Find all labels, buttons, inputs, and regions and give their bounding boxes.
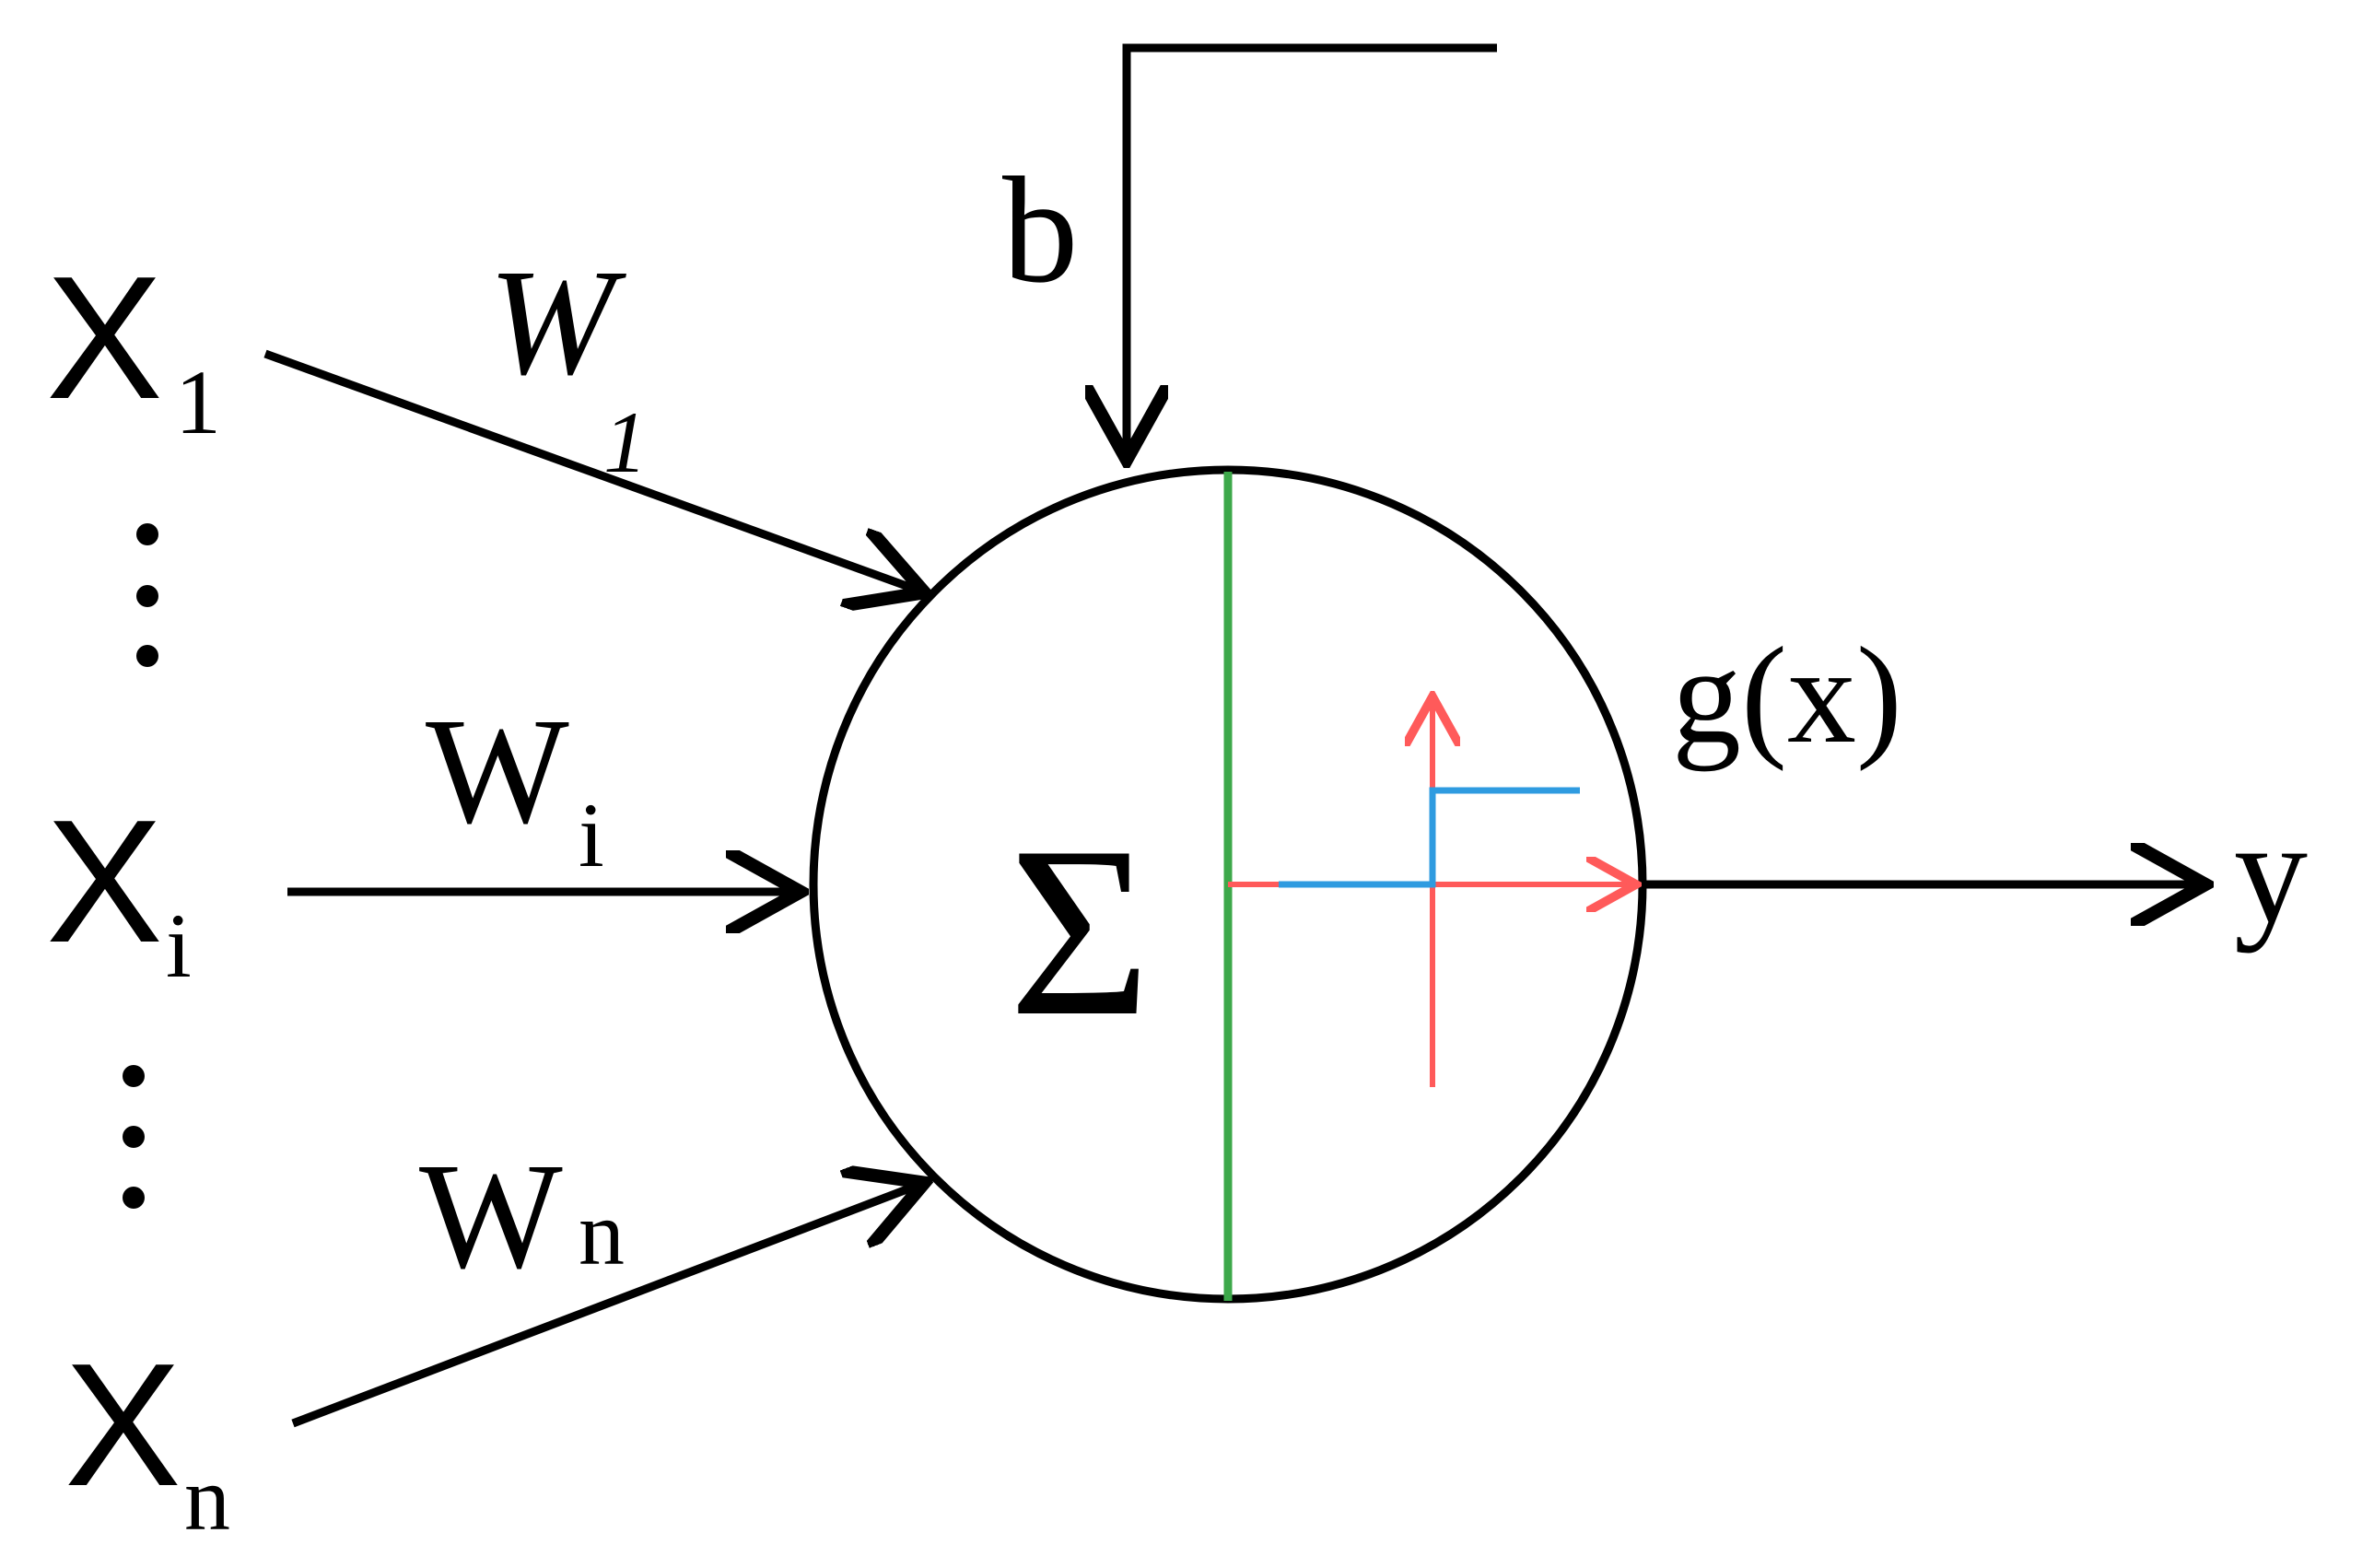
step-function-icon: [1228, 702, 1631, 1087]
input-subscript-n: n: [184, 1447, 230, 1550]
input-arrow-1: [263, 349, 917, 590]
weight-subscript-n: n: [579, 1182, 625, 1284]
input-label-n: X: [64, 1328, 181, 1523]
weight-subscript-1: 1: [603, 393, 648, 491]
input-label-1: X: [46, 240, 163, 436]
bias-label: b: [1002, 146, 1079, 314]
input-subscript-1: 1: [175, 351, 221, 453]
weight-label-n: W: [419, 1131, 563, 1300]
weight-label-i: W: [426, 686, 569, 855]
sum-symbol: Σ: [1009, 797, 1151, 1067]
input-arrow-n: [291, 1186, 917, 1428]
bias-line: [1127, 43, 1497, 451]
ellipsis-lower: [123, 1065, 145, 1209]
output-label: y: [2234, 790, 2308, 954]
ellipsis-upper: [136, 523, 158, 667]
weight-label-1: W: [488, 238, 626, 406]
input-label-i: X: [46, 784, 163, 979]
activation-label: g(x): [1672, 619, 1902, 772]
weight-subscript-i: i: [579, 784, 604, 886]
input-subscript-i: i: [166, 895, 192, 997]
